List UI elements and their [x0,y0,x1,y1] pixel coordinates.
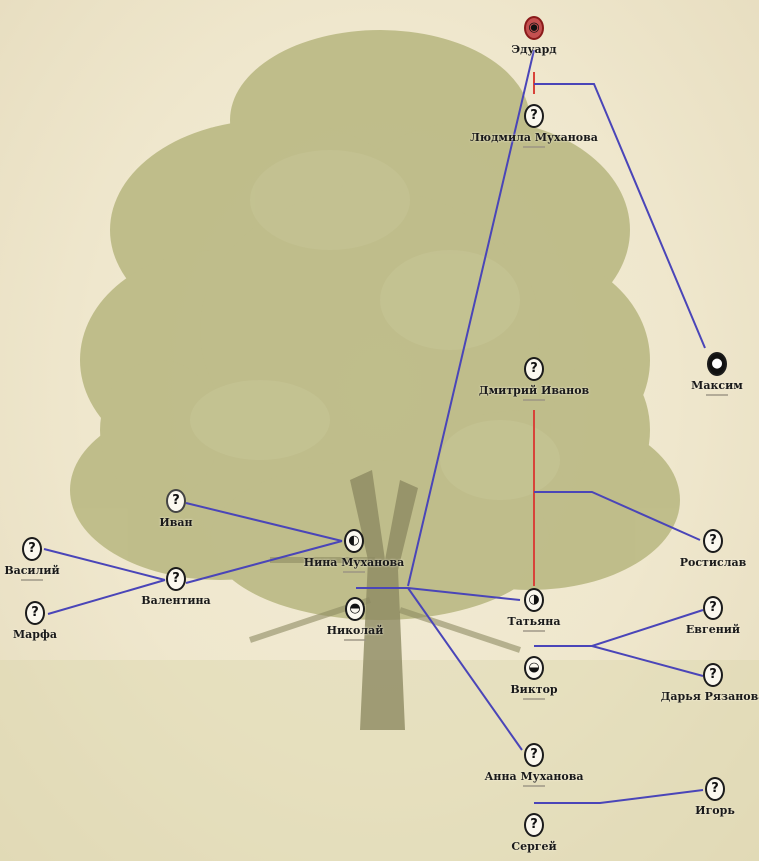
person-name: Нина Муханова [274,556,434,569]
avatar-unknown-icon: ? [703,529,723,553]
avatar-unknown-icon: ? [524,743,544,767]
person-divider [706,394,728,396]
person-maksim[interactable]: ● Максим [637,352,759,396]
person-evgeny[interactable]: ? Евгений [633,596,759,636]
avatar-glyph: ◉ [526,19,542,37]
avatar-photo-icon: ◓ [345,597,365,621]
avatar-glyph: ◒ [526,659,542,677]
avatar-glyph: ? [27,604,43,622]
person-name: Дмитрий Иванов [454,384,614,397]
person-rostislav[interactable]: ? Ростислав [633,529,759,569]
person-name: Ростислав [633,556,759,569]
avatar-glyph: ? [168,570,184,588]
person-name: Татьяна [454,615,614,628]
person-nikolai[interactable]: ◓ Николай [275,597,435,641]
avatar-glyph: ? [526,107,542,125]
person-name: Максим [637,379,759,392]
person-name: Иван [96,516,256,529]
person-eduard[interactable]: ◉ Эдуард [454,16,614,56]
avatar-unknown-icon: ? [166,567,186,591]
person-name: Евгений [633,623,759,636]
person-divider [343,571,365,573]
person-divider [523,399,545,401]
avatar-glyph: ● [709,355,725,373]
avatar-unknown-icon: ? [25,601,45,625]
person-name: Людмила Муханова [454,131,614,144]
avatar-glyph: ? [705,666,721,684]
person-divider [523,146,545,148]
avatar-unknown-icon: ? [703,596,723,620]
person-marfa[interactable]: ? Марфа [0,601,115,641]
avatar-glyph: ? [24,540,40,558]
avatar-unknown-icon: ? [524,104,544,128]
person-name: Марфа [0,628,115,641]
avatar-glyph: ? [526,816,542,834]
person-nina-mukhanova[interactable]: ◐ Нина Муханова [274,529,434,573]
avatar-glyph: ? [526,746,542,764]
person-igor[interactable]: ? Игорь [635,777,759,817]
avatar-unknown-icon: ? [703,663,723,687]
avatar-glyph: ? [168,492,184,510]
avatar-glyph: ◐ [346,532,362,550]
avatar-unknown-icon: ? [22,537,42,561]
person-divider [523,630,545,632]
avatar-photo-icon: ◐ [344,529,364,553]
person-name: Дарья Рязанова [633,690,759,703]
avatar-glyph: ? [526,360,542,378]
person-lyudmila-mukhanova[interactable]: ? Людмила Муханова [454,104,614,148]
avatar-glyph: ◑ [526,591,542,609]
person-darya-ryazanova[interactable]: ? Дарья Рязанова [633,663,759,703]
person-viktor[interactable]: ◒ Виктор [454,656,614,700]
avatar-glyph: ? [707,780,723,798]
person-divider [523,698,545,700]
person-valentina[interactable]: ? Валентина [96,567,256,607]
avatar-photo-icon: ◉ [524,16,544,40]
avatar-photo-icon: ● [707,352,727,376]
person-name: Игорь [635,804,759,817]
person-tatyana[interactable]: ◑ Татьяна [454,588,614,632]
person-anna-mukhanova[interactable]: ? Анна Муханова [454,743,614,787]
person-name: Анна Муханова [454,770,614,783]
avatar-unknown-icon: ? [524,357,544,381]
person-name: Николай [275,624,435,637]
person-divider [344,639,366,641]
avatar-unknown-icon: ? [166,489,186,513]
person-dmitry-ivanov[interactable]: ? Дмитрий Иванов [454,357,614,401]
avatar-photo-icon: ◒ [524,656,544,680]
person-ivan[interactable]: ? Иван [96,489,256,529]
avatar-glyph: ? [705,532,721,550]
person-name: Эдуард [454,43,614,56]
person-name: Сергей [454,840,614,853]
avatar-glyph: ◓ [347,600,363,618]
avatar-photo-icon: ◑ [524,588,544,612]
avatar-glyph: ? [705,599,721,617]
person-divider [21,579,43,581]
avatar-unknown-icon: ? [524,813,544,837]
person-sergei[interactable]: ? Сергей [454,813,614,853]
person-name: Валентина [96,594,256,607]
person-name: Виктор [454,683,614,696]
avatar-unknown-icon: ? [705,777,725,801]
person-divider [523,785,545,787]
